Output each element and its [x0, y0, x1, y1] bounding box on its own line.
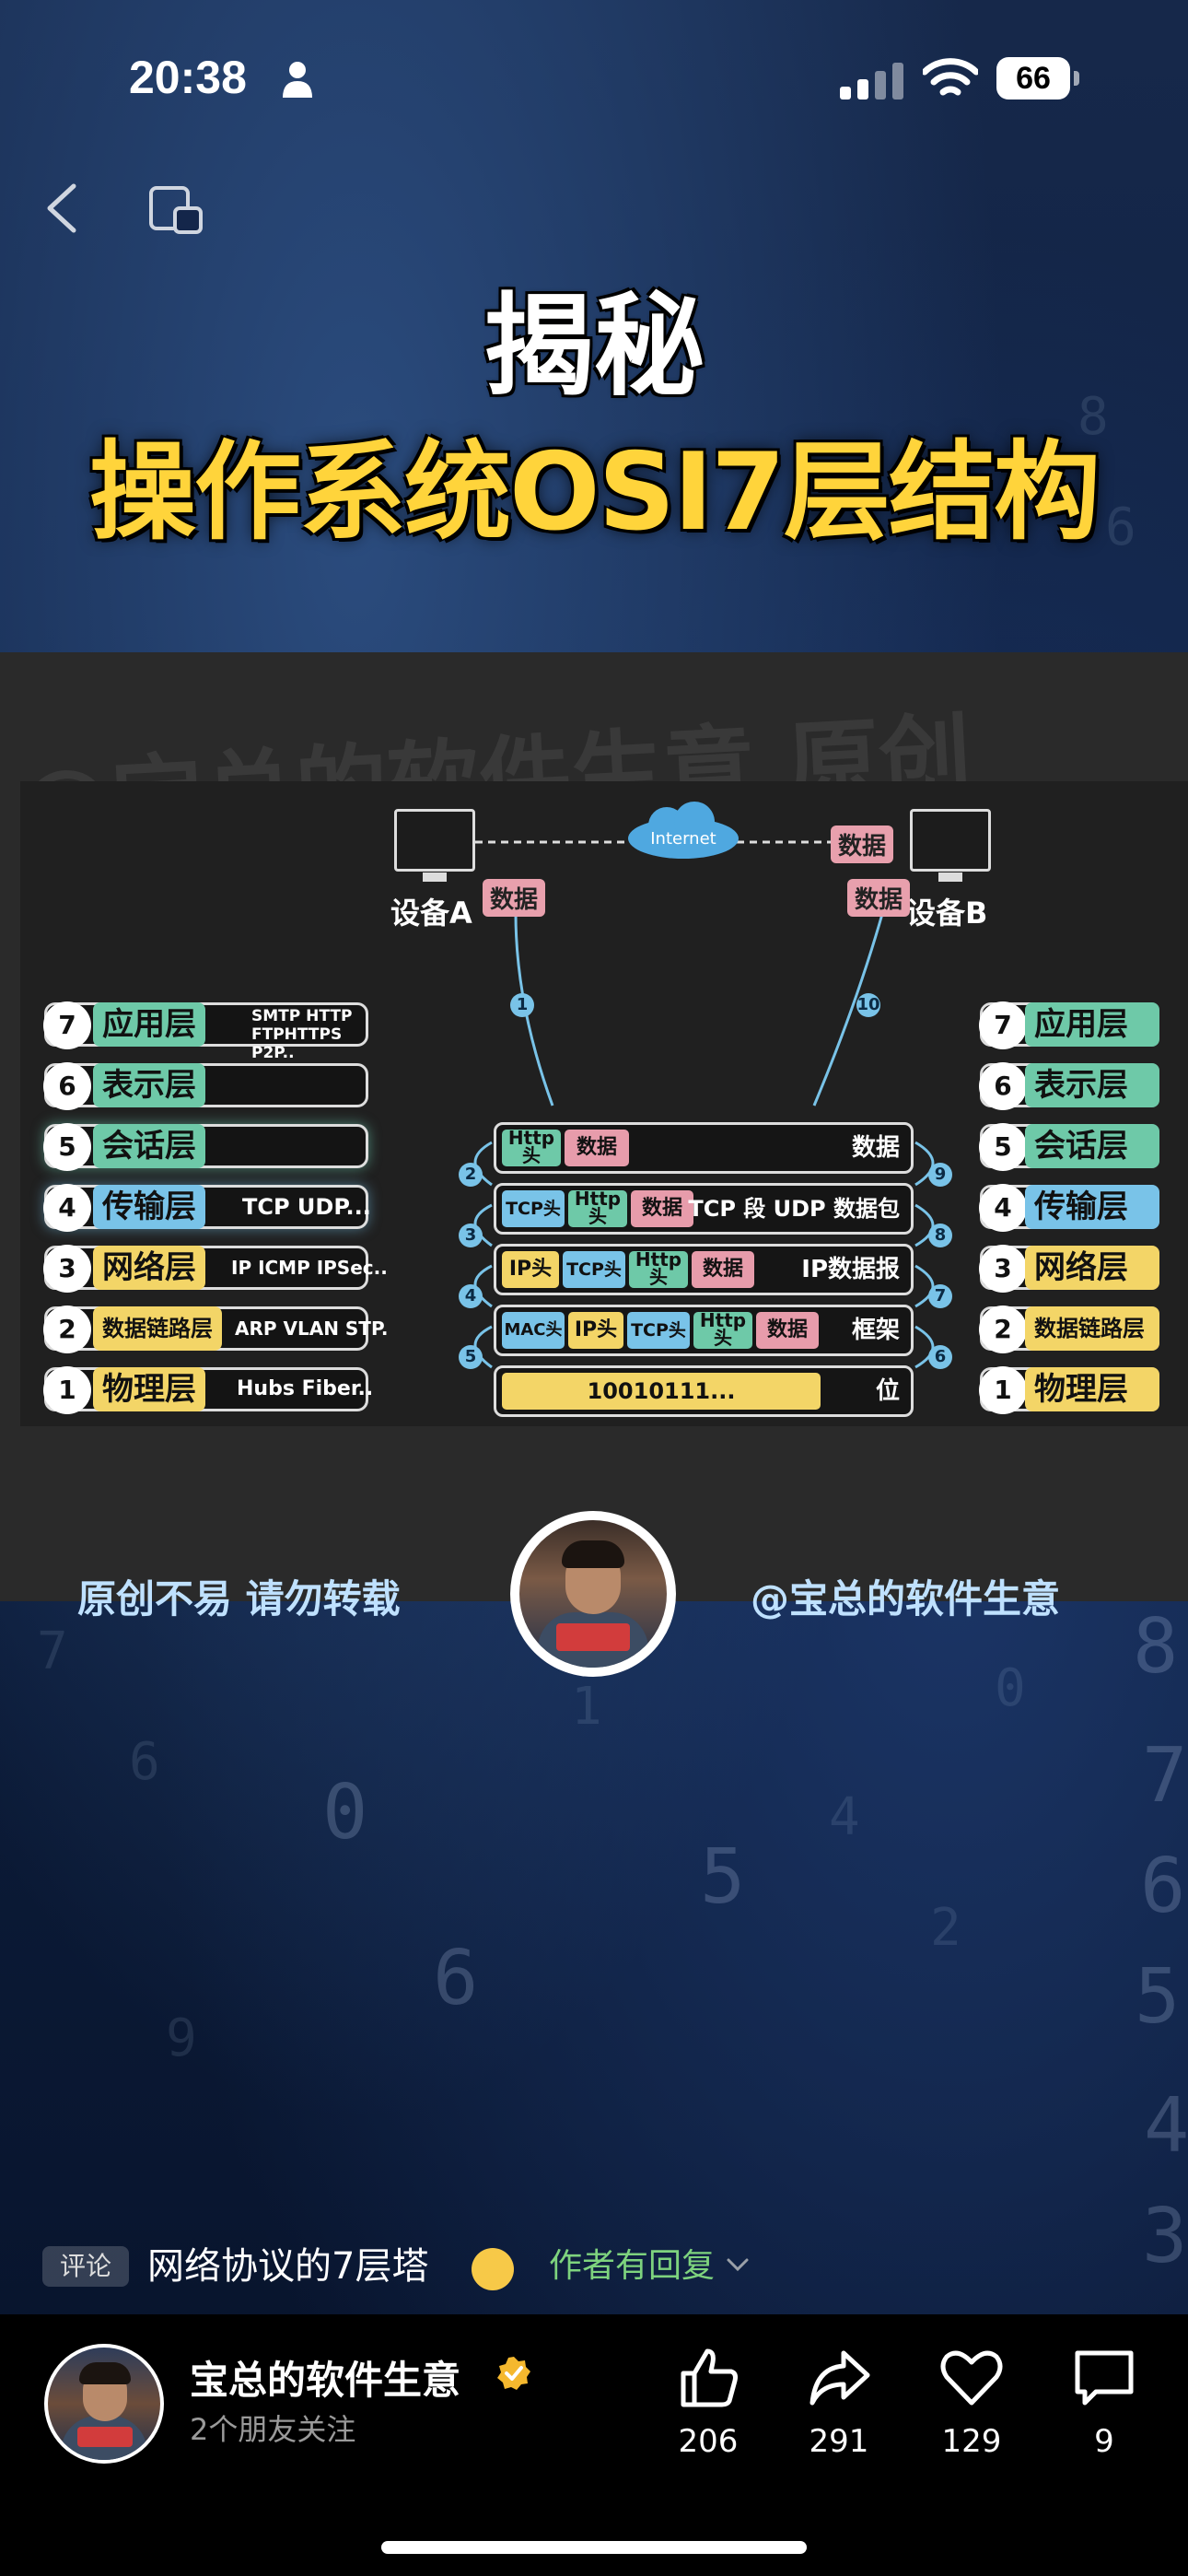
step-marker: 9	[928, 1163, 952, 1187]
step-marker: 1	[510, 993, 534, 1017]
right-layer-3: 3 网络层	[979, 1245, 1159, 1293]
device-b-label: 设备B	[906, 896, 988, 931]
favorite-button[interactable]: 129	[921, 2346, 1022, 2484]
bottom-bar	[0, 2314, 1188, 2576]
packet-datalink: MAC头 IP头 TCP头 Http头 数据 框架	[494, 1305, 914, 1356]
video-avatar	[510, 1511, 676, 1677]
left-layer-5: 5 会话层	[43, 1123, 368, 1171]
laughing-emoji-icon	[472, 2248, 514, 2290]
cloud-label: Internet	[650, 829, 716, 849]
layer-protocols: TCP UDP...	[242, 1194, 371, 1220]
right-layer-1: 1 物理层	[979, 1366, 1159, 1414]
device-b-monitor-icon	[910, 809, 991, 882]
left-layer-6: 6 表示层	[43, 1062, 368, 1110]
credit-notice: 原创不易 请勿转载	[77, 1576, 401, 1622]
right-layer-7: 7 应用层	[979, 1001, 1159, 1049]
comment-text[interactable]: 网络协议的7层塔	[147, 2245, 429, 2288]
status-time: 20:38	[129, 52, 247, 103]
cellular-signal-icon	[840, 63, 903, 100]
wifi-icon	[923, 58, 978, 96]
left-layer-2: 2 数据链路层 ARP VLAN STP.	[43, 1306, 389, 1353]
verified-badge-icon	[497, 2357, 530, 2390]
data-tag-a: 数据	[483, 879, 546, 917]
like-count: 206	[678, 2423, 739, 2460]
layer-protocols: SMTP HTTP FTPHTTPS P2P..	[251, 1007, 353, 1062]
author-name[interactable]: 宝总的软件生意	[190, 2358, 461, 2403]
step-marker: 2	[459, 1163, 483, 1187]
step-marker: 10	[856, 993, 880, 1017]
layer-protocols: Hubs Fiber..	[237, 1377, 374, 1400]
person-icon	[283, 62, 312, 98]
chevron-down-icon[interactable]	[726, 2255, 750, 2274]
battery-level: 66	[996, 57, 1070, 100]
packet-network: IP头 TCP头 Http头 数据 IP数据报	[494, 1244, 914, 1295]
comment-bubble-icon	[1075, 2350, 1134, 2406]
credit-handle: @宝总的软件生意	[751, 1576, 1061, 1622]
device-a-label: 设备A	[390, 896, 472, 931]
heart-icon	[940, 2350, 1003, 2406]
author-reply-link[interactable]: 作者有回复	[549, 2247, 716, 2285]
author-avatar[interactable]	[44, 2344, 164, 2464]
right-layer-4: 4 传输层	[979, 1184, 1159, 1232]
data-tag-b: 数据	[847, 879, 911, 917]
comment-count: 9	[1094, 2423, 1114, 2460]
layer-protocols: ARP VLAN STP.	[235, 1317, 389, 1340]
step-marker: 3	[459, 1224, 483, 1247]
title-line-2: 操作系统OSI7层结构	[88, 430, 1101, 555]
favorite-count: 129	[941, 2423, 1002, 2460]
step-marker: 7	[928, 1284, 952, 1308]
step-marker: 5	[459, 1345, 483, 1369]
layer-protocols: IP ICMP IPSec..	[231, 1257, 388, 1279]
device-a-monitor-icon	[394, 809, 475, 882]
home-indicator[interactable]	[381, 2541, 807, 2554]
like-button[interactable]: 206	[658, 2346, 759, 2484]
left-layer-1: 1 物理层 Hubs Fiber..	[43, 1366, 373, 1414]
left-layer-7: 7 应用层 SMTP HTTP FTPHTTPS P2P..	[43, 1001, 368, 1062]
comment-button[interactable]: 9	[1054, 2346, 1155, 2484]
friends-following: 2个朋友关注	[190, 2412, 356, 2447]
share-button[interactable]: 291	[788, 2346, 890, 2484]
right-layer-6: 6 表示层	[979, 1062, 1159, 1110]
step-marker: 6	[928, 1345, 952, 1369]
right-layer-5: 5 会话层	[979, 1123, 1159, 1171]
comment-tag: 评论	[42, 2246, 129, 2287]
step-marker: 4	[459, 1284, 483, 1308]
left-layer-4: 4 传输层 TCP UDP...	[43, 1184, 371, 1232]
step-marker: 8	[928, 1224, 952, 1247]
right-layer-2: 2 数据链路层	[979, 1306, 1159, 1353]
status-bar: 20:38 66	[0, 0, 1188, 157]
share-arrow-icon	[809, 2350, 870, 2406]
thumbs-up-icon	[681, 2348, 738, 2407]
packet-application: Http头 数据 数据	[494, 1122, 914, 1174]
share-count: 291	[809, 2423, 869, 2460]
left-layer-3: 3 网络层 IP ICMP IPSec..	[43, 1245, 388, 1293]
floating-window-icon[interactable]	[147, 184, 204, 236]
packet-transport: TCP头 Http头 数据 TCP 段 UDP 数据包	[494, 1183, 914, 1235]
back-icon[interactable]	[41, 181, 81, 236]
battery-icon: 66	[996, 57, 1081, 101]
cloud-icon	[628, 802, 739, 859]
packet-physical: 10010111... 位	[494, 1365, 914, 1417]
data-tag-top: 数据	[831, 825, 894, 863]
title-line-1: 揭秘	[483, 283, 705, 411]
